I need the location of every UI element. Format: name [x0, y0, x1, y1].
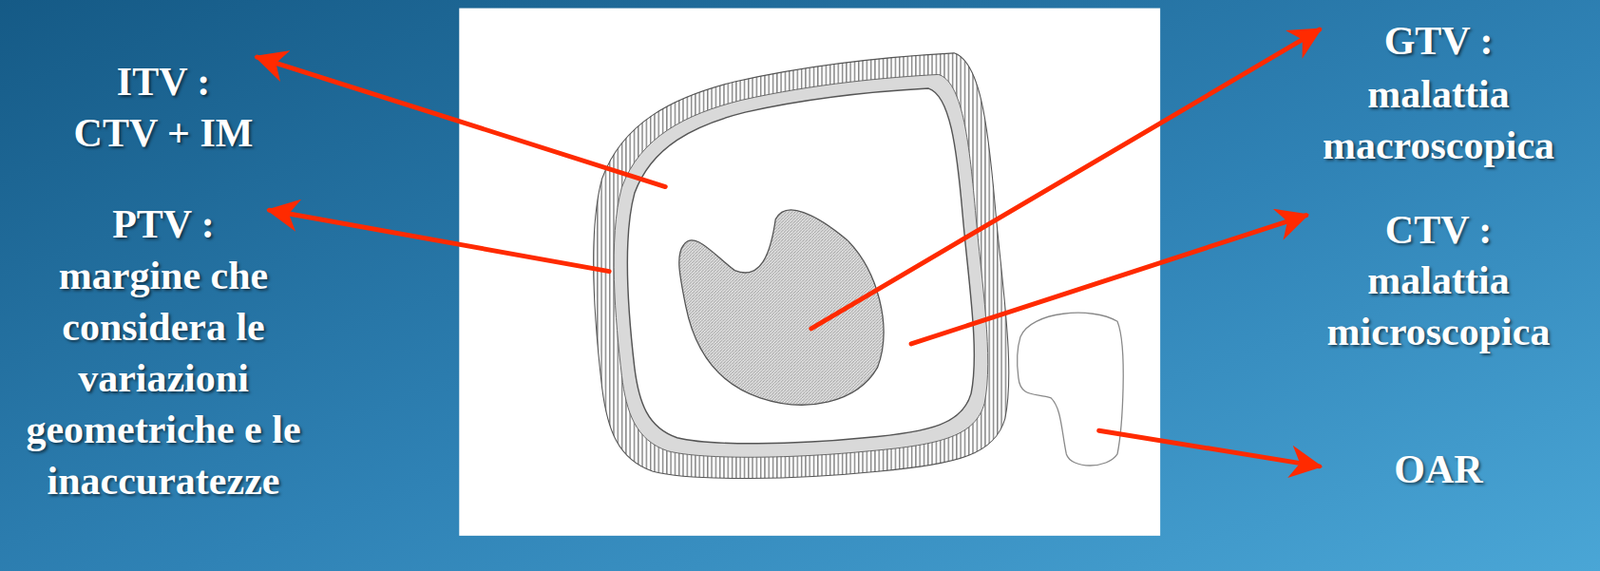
leader-arrow [1099, 430, 1320, 467]
volume-definition: CTV + IM [20, 107, 306, 159]
itv-contour [613, 74, 989, 458]
ptv-contour [593, 53, 1010, 479]
gtv-contour [679, 209, 884, 405]
volume-definition: malattia microscopica [1295, 254, 1581, 358]
volume-heading: PTV : [20, 198, 306, 250]
leader-arrow [269, 209, 610, 271]
oar-contour [1017, 312, 1124, 466]
organ-label: OAR [1295, 443, 1581, 496]
picture-panel [458, 8, 1161, 536]
volume-heading: GTV : [1295, 15, 1581, 67]
volume-definition: margine che considera le variazioni geom… [20, 249, 306, 507]
leader-arrow [811, 29, 1320, 329]
volume-heading: ITV : [20, 56, 306, 108]
volume-heading: CTV : [1295, 204, 1581, 256]
volume-definition: malattia macroscopica [1295, 68, 1581, 172]
leader-arrow [911, 215, 1307, 344]
leader-arrow [257, 57, 667, 187]
